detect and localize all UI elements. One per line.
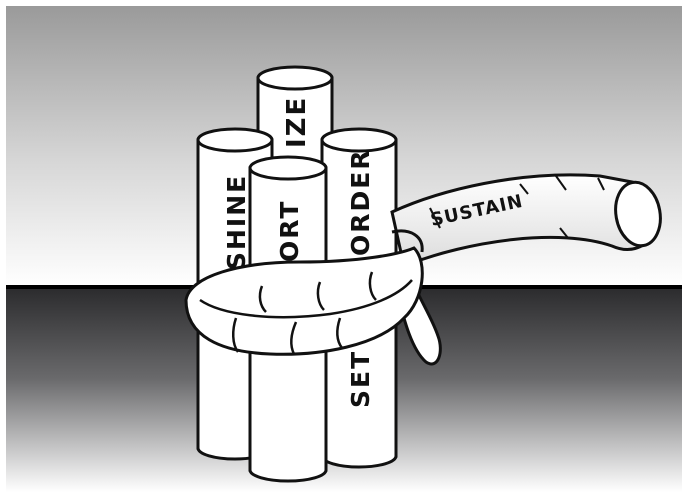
pillar-shine-label: SHINE <box>222 174 251 270</box>
pillar-set-in-order-top-label: ORDER <box>346 148 375 256</box>
pillar-size-label: IZE <box>282 96 312 148</box>
pillar-set-in-order-bottom-label: SET <box>346 350 375 408</box>
